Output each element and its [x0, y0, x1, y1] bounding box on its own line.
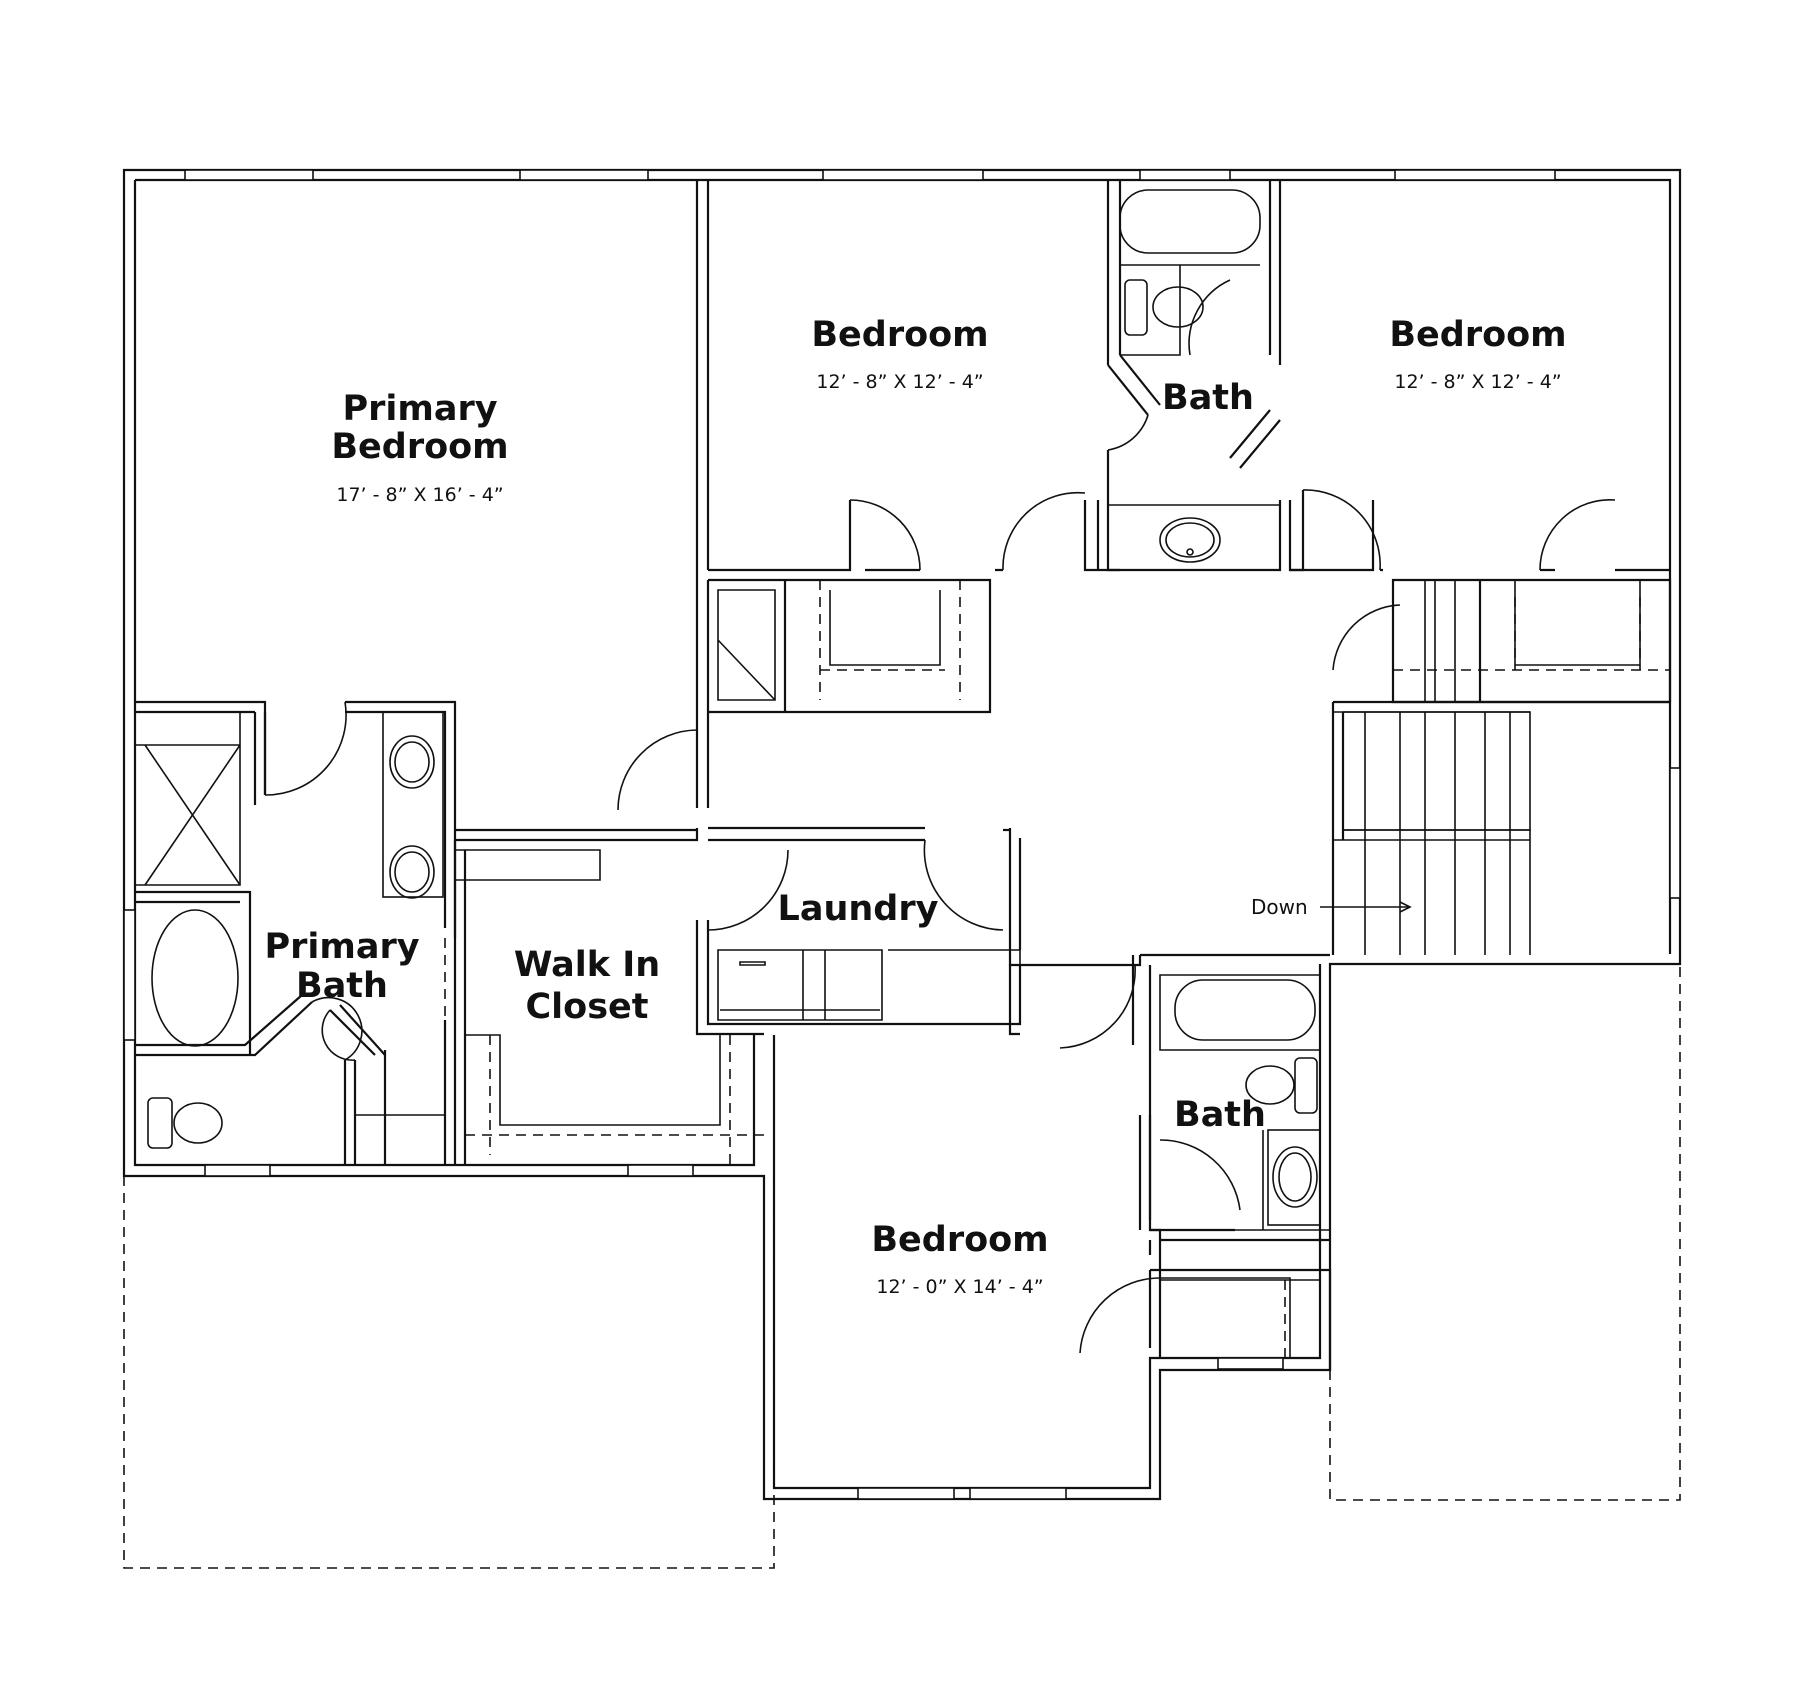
primary-bedroom-dims: 17’ - 8” X 16’ - 4” [336, 484, 503, 506]
primary-bath-name-line2: Bath [296, 966, 388, 1006]
walk-in-closet-name-line1: Walk In [514, 945, 660, 985]
primary-bath-name-line1: Primary [264, 927, 419, 967]
bedroom-top-left-dims: 12’ - 8” X 12’ - 4” [816, 371, 983, 393]
room-labels: Primary Bedroom 17’ - 8” X 16’ - 4” Bedr… [264, 315, 1566, 1298]
bedroom-lower-name: Bedroom [871, 1220, 1048, 1260]
stairs-down-label: Down [1251, 895, 1308, 919]
walk-in-closet-name-line2: Closet [525, 987, 648, 1027]
primary-bedroom-name-line2: Bedroom [331, 427, 508, 467]
laundry-name: Laundry [778, 889, 939, 929]
exterior-walls [122, 168, 1682, 1501]
bedroom-top-right-name: Bedroom [1389, 315, 1566, 355]
primary-bedroom-name-line1: Primary [342, 389, 497, 429]
bedroom-top-left-name: Bedroom [811, 315, 988, 355]
dashed-outlines [123, 964, 1681, 1569]
bedroom-lower-dims: 12’ - 0” X 14’ - 4” [876, 1276, 1043, 1298]
bath-top-name: Bath [1162, 378, 1254, 418]
fixtures [147, 189, 1321, 1226]
bedroom-top-right-dims: 12’ - 8” X 12’ - 4” [1394, 371, 1561, 393]
interior-walls [135, 180, 1672, 1370]
windows [123, 169, 1681, 1500]
stairs [1320, 580, 1530, 955]
bath-lower-name: Bath [1174, 1095, 1266, 1135]
doors [264, 279, 1616, 1354]
